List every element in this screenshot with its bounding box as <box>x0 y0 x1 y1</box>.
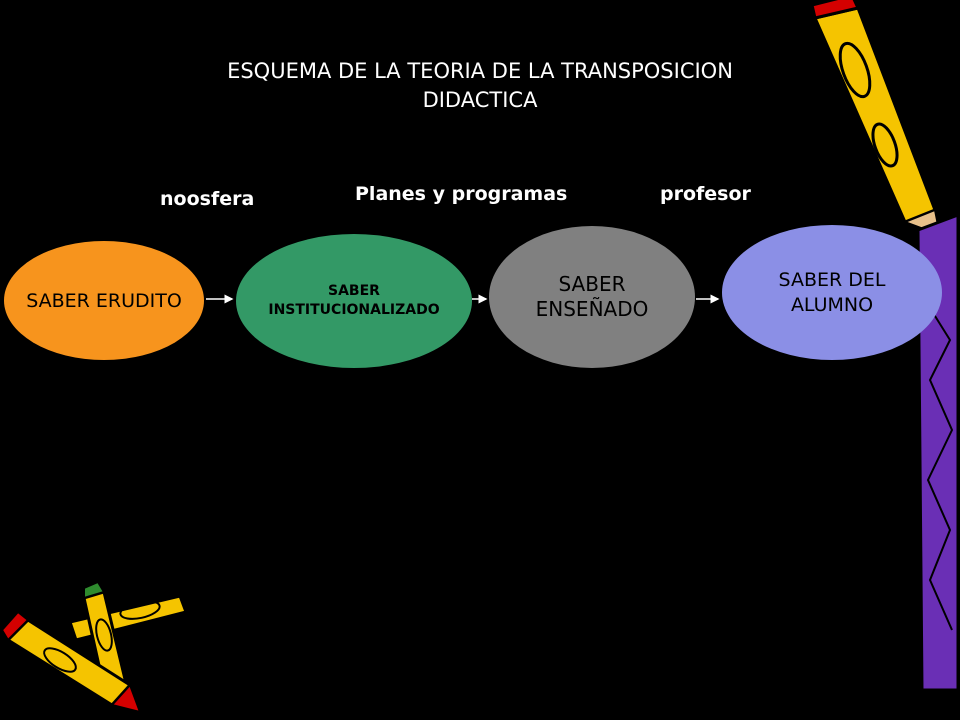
title-line-2: DIDACTICA <box>422 88 538 112</box>
node-label-line-2: INSTITUCIONALIZADO <box>268 302 440 318</box>
node-label: SABER ERUDITO <box>26 289 182 312</box>
node-saber-del-alumno: SABER DEL ALUMNO <box>722 225 942 360</box>
node-label-line-1: SABER DEL <box>778 268 886 291</box>
node-saber-ensenado: SABER ENSEÑADO <box>489 226 695 368</box>
title-line-1: ESQUEMA DE LA TEORIA DE LA TRANSPOSICION <box>227 59 733 83</box>
label-noosfera: noosfera <box>160 188 255 210</box>
node-saber-institucionalizado: SABER INSTITUCIONALIZADO <box>236 234 472 368</box>
diagram-title: ESQUEMA DE LA TEORIA DE LA TRANSPOSICION… <box>140 57 820 115</box>
crayon-icon <box>916 212 960 692</box>
pencil-icon <box>0 610 142 714</box>
node-label-line-1: SABER <box>328 283 380 299</box>
node-label-line-2: ALUMNO <box>790 293 874 316</box>
label-profesor: profesor <box>660 183 751 205</box>
node-saber-erudito: SABER ERUDITO <box>4 241 204 360</box>
node-label-line-2: ENSEÑADO <box>535 297 649 321</box>
node-label-line-1: SABER <box>558 272 626 296</box>
pencil-icon <box>810 0 942 237</box>
label-planes-y-programas: Planes y programas <box>355 183 568 205</box>
